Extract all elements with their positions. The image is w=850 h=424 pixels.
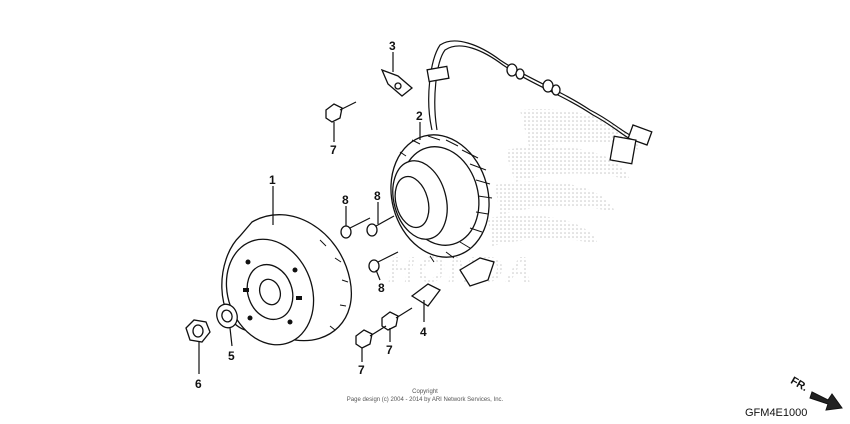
washer [216,303,238,329]
front-direction-indicator: FR. [788,375,843,411]
callout-4: 4 [420,325,427,339]
callout-7-top: 7 [330,143,337,157]
callout-8-c: 8 [378,281,385,295]
bolt-top [325,101,357,123]
screw-c [368,251,399,273]
figure-code: GFM4E1000 [745,407,807,419]
clamp-bottom [410,257,495,307]
callout-1: 1 [269,173,276,187]
copyright-line2: Page design (c) 2004 - 2014 by ARI Netwo… [347,397,504,403]
callout-8-b: 8 [374,189,381,203]
callout-3: 3 [389,39,396,53]
fr-label: FR. [788,375,809,394]
honda-wing-watermark: HONDA [388,109,640,290]
wire-grommet [426,65,450,83]
wire-harness [426,40,653,165]
screw-a [340,217,371,239]
stator [390,134,493,263]
callout-7-right: 7 [386,343,393,357]
front-arrow-icon [809,391,843,411]
flywheel [221,214,352,346]
nut [185,319,211,343]
clamp-top [380,68,414,97]
callout-2: 2 [416,109,423,123]
callout-6: 6 [195,377,202,391]
callout-7-left: 7 [358,363,365,377]
bolt-bottom-right [381,307,413,331]
connector-bottom [609,135,637,165]
copyright-line1: Copyright [412,389,438,395]
callout-8-a: 8 [342,193,349,207]
leader-lines [198,52,425,374]
screw-b [366,215,395,237]
bolt-bottom-left [355,325,387,349]
callout-5: 5 [228,349,235,363]
